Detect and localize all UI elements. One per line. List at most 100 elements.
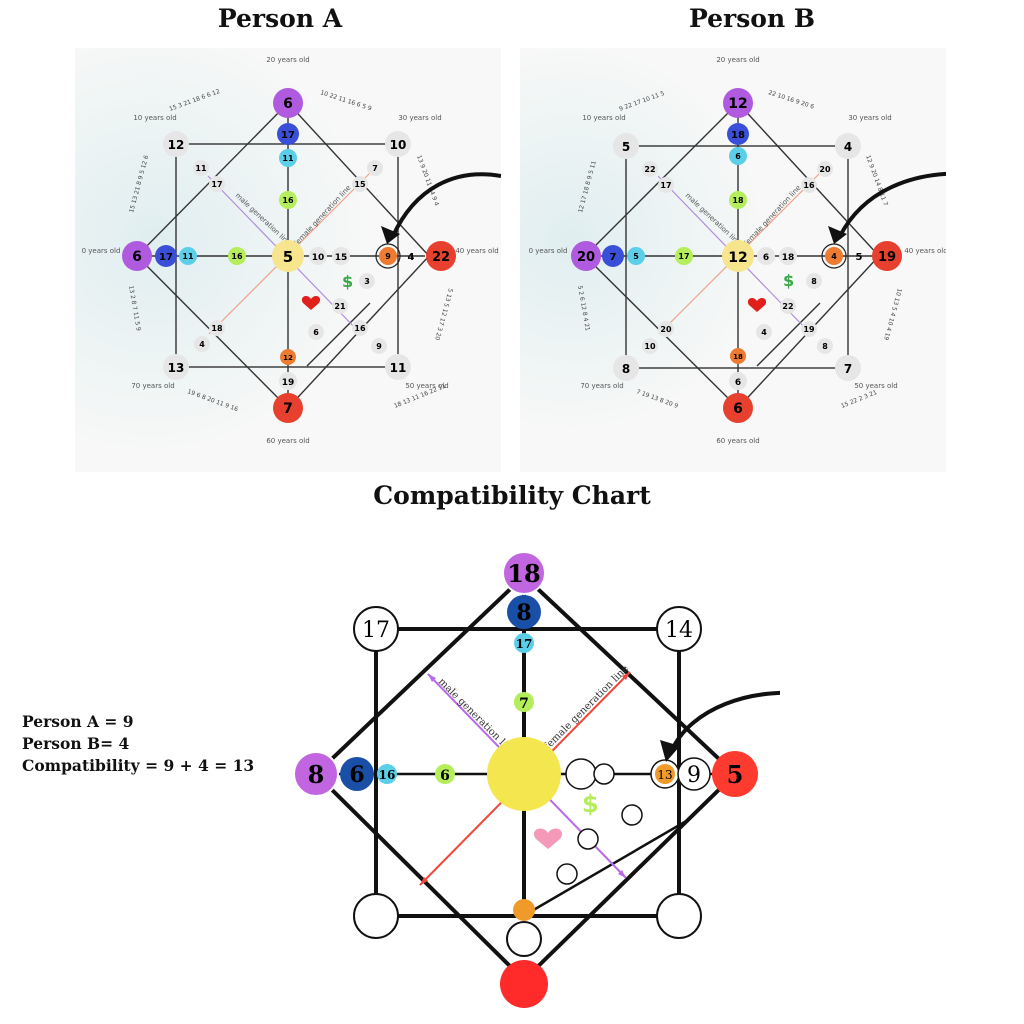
age-20-label: 20 years old <box>266 56 309 64</box>
compat-sum: Compatibility = 9 + 4 = 13 <box>22 756 255 775</box>
a-d2: 21 <box>334 302 346 311</box>
b-c2: 18 <box>782 253 795 263</box>
a-tl2: 11 <box>195 164 207 173</box>
age-30-label: 30 years old <box>398 114 441 122</box>
compat-right-inner: 9 <box>687 763 701 788</box>
compat-left3: 16 <box>379 768 396 782</box>
age-50-label: 50 years old <box>405 382 448 390</box>
compat-left: 8 <box>308 760 325 789</box>
compat-female-line-label: female generation line <box>542 663 631 752</box>
b-age-20-label: 20 years old <box>716 56 759 64</box>
a-right-inner: 9 <box>385 252 391 261</box>
compat-left2: 6 <box>349 762 364 788</box>
a-right-mid: 4 <box>408 252 415 263</box>
b-bl: 8 <box>622 362 630 376</box>
b-tl2: 22 <box>644 165 655 174</box>
compat-right: 5 <box>727 760 744 789</box>
b-age-30-label: 30 years old <box>848 114 891 122</box>
b-left: 20 <box>577 250 595 265</box>
b-center: 12 <box>728 250 747 266</box>
compat-calculation: Person A = 9 Person B= 4 Compatibility =… <box>22 711 254 777</box>
person-b-value: Person B= 4 <box>22 734 130 753</box>
compat-d3 <box>556 863 578 885</box>
a-right: 22 <box>432 250 450 265</box>
b-right: 19 <box>878 250 896 265</box>
age-0-label: 0 years old <box>82 247 121 255</box>
b-top: 12 <box>728 96 747 112</box>
a-left2: 17 <box>159 252 173 263</box>
b-c1: 6 <box>763 253 769 263</box>
person-a-chart: 20 years old 30 years old 40 years old 5… <box>75 48 501 472</box>
a-br: 11 <box>390 361 407 375</box>
b-left3: 5 <box>633 252 639 261</box>
compat-bottom3 <box>513 899 535 921</box>
b-br2: 8 <box>822 342 828 351</box>
person-a-value: Person A = 9 <box>22 712 134 731</box>
b-tr2: 20 <box>819 165 831 174</box>
b-bottom: 6 <box>733 401 743 417</box>
compat-br <box>656 893 702 939</box>
b-arrow-icon <box>828 226 847 244</box>
compat-dollar: $ <box>582 790 599 818</box>
b-bl2: 10 <box>644 342 656 351</box>
b-dollar: $ <box>783 271 794 290</box>
a-c2: 15 <box>335 253 348 263</box>
b-d3: 4 <box>761 328 767 337</box>
compat-tl: 17 <box>362 618 390 643</box>
person-b-title: Person B <box>689 4 815 33</box>
compat-right-target: 13 <box>657 768 672 782</box>
a-top: 6 <box>283 96 293 112</box>
compat-arrow-icon <box>660 740 680 762</box>
age-10-label: 10 years old <box>133 114 176 122</box>
b-age-10-label: 10 years old <box>582 114 625 122</box>
a-top4: 16 <box>282 196 294 205</box>
compat-bottom <box>500 960 548 1008</box>
b-top2: 18 <box>731 130 745 141</box>
b-br: 7 <box>844 362 852 376</box>
compat-c2 <box>593 763 615 785</box>
a-tr: 10 <box>390 138 407 152</box>
compat-d2 <box>577 828 599 850</box>
a-d3: 6 <box>313 328 319 337</box>
a-tl3: 17 <box>211 180 222 189</box>
b-tr3: 16 <box>803 181 815 190</box>
compat-top2: 8 <box>516 600 531 626</box>
b-age-60-label: 60 years old <box>716 437 759 445</box>
compat-top: 18 <box>507 559 540 588</box>
b-top3: 6 <box>735 152 741 161</box>
age-40-label: 40 years old <box>455 247 498 255</box>
compat-bottom2 <box>506 921 542 957</box>
b-left4: 17 <box>678 252 689 261</box>
a-tl: 12 <box>168 138 185 152</box>
b-br3: 19 <box>803 325 815 334</box>
compat-tr: 14 <box>665 618 693 643</box>
a-left: 6 <box>132 249 142 265</box>
compat-bl <box>353 893 399 939</box>
b-bottom3: 18 <box>733 353 743 361</box>
b-tr: 4 <box>844 140 852 154</box>
b-right-mid: 5 <box>856 252 863 263</box>
person-b-chart: 20 years old 30 years old 40 years old 5… <box>520 48 946 472</box>
b-tl3: 17 <box>660 181 671 190</box>
person-a-title: Person A <box>217 4 343 33</box>
b-bottom2: 6 <box>735 378 741 388</box>
compat-heart-icon <box>533 828 563 849</box>
a-bottom: 7 <box>283 401 293 417</box>
b-top4: 18 <box>732 196 744 205</box>
b-tl: 5 <box>622 140 630 154</box>
compat-left4: 6 <box>440 768 450 784</box>
compat-title: Compatibility Chart <box>373 481 651 510</box>
age-60-label: 60 years old <box>266 437 309 445</box>
a-bottom2: 19 <box>282 378 295 388</box>
b-right-inner: 4 <box>831 252 837 261</box>
a-top2: 17 <box>281 130 295 141</box>
a-bl: 13 <box>168 361 185 375</box>
a-br2: 9 <box>376 342 382 351</box>
b-d1: 8 <box>811 277 817 286</box>
compat-chart: male generation line female generation l… <box>280 540 780 1010</box>
b-age-70-label: 70 years old <box>580 382 623 390</box>
b-bl3: 20 <box>660 325 672 334</box>
a-bottom3: 12 <box>283 354 293 362</box>
a-heart-icon <box>301 296 321 310</box>
b-heart-icon <box>747 298 767 312</box>
